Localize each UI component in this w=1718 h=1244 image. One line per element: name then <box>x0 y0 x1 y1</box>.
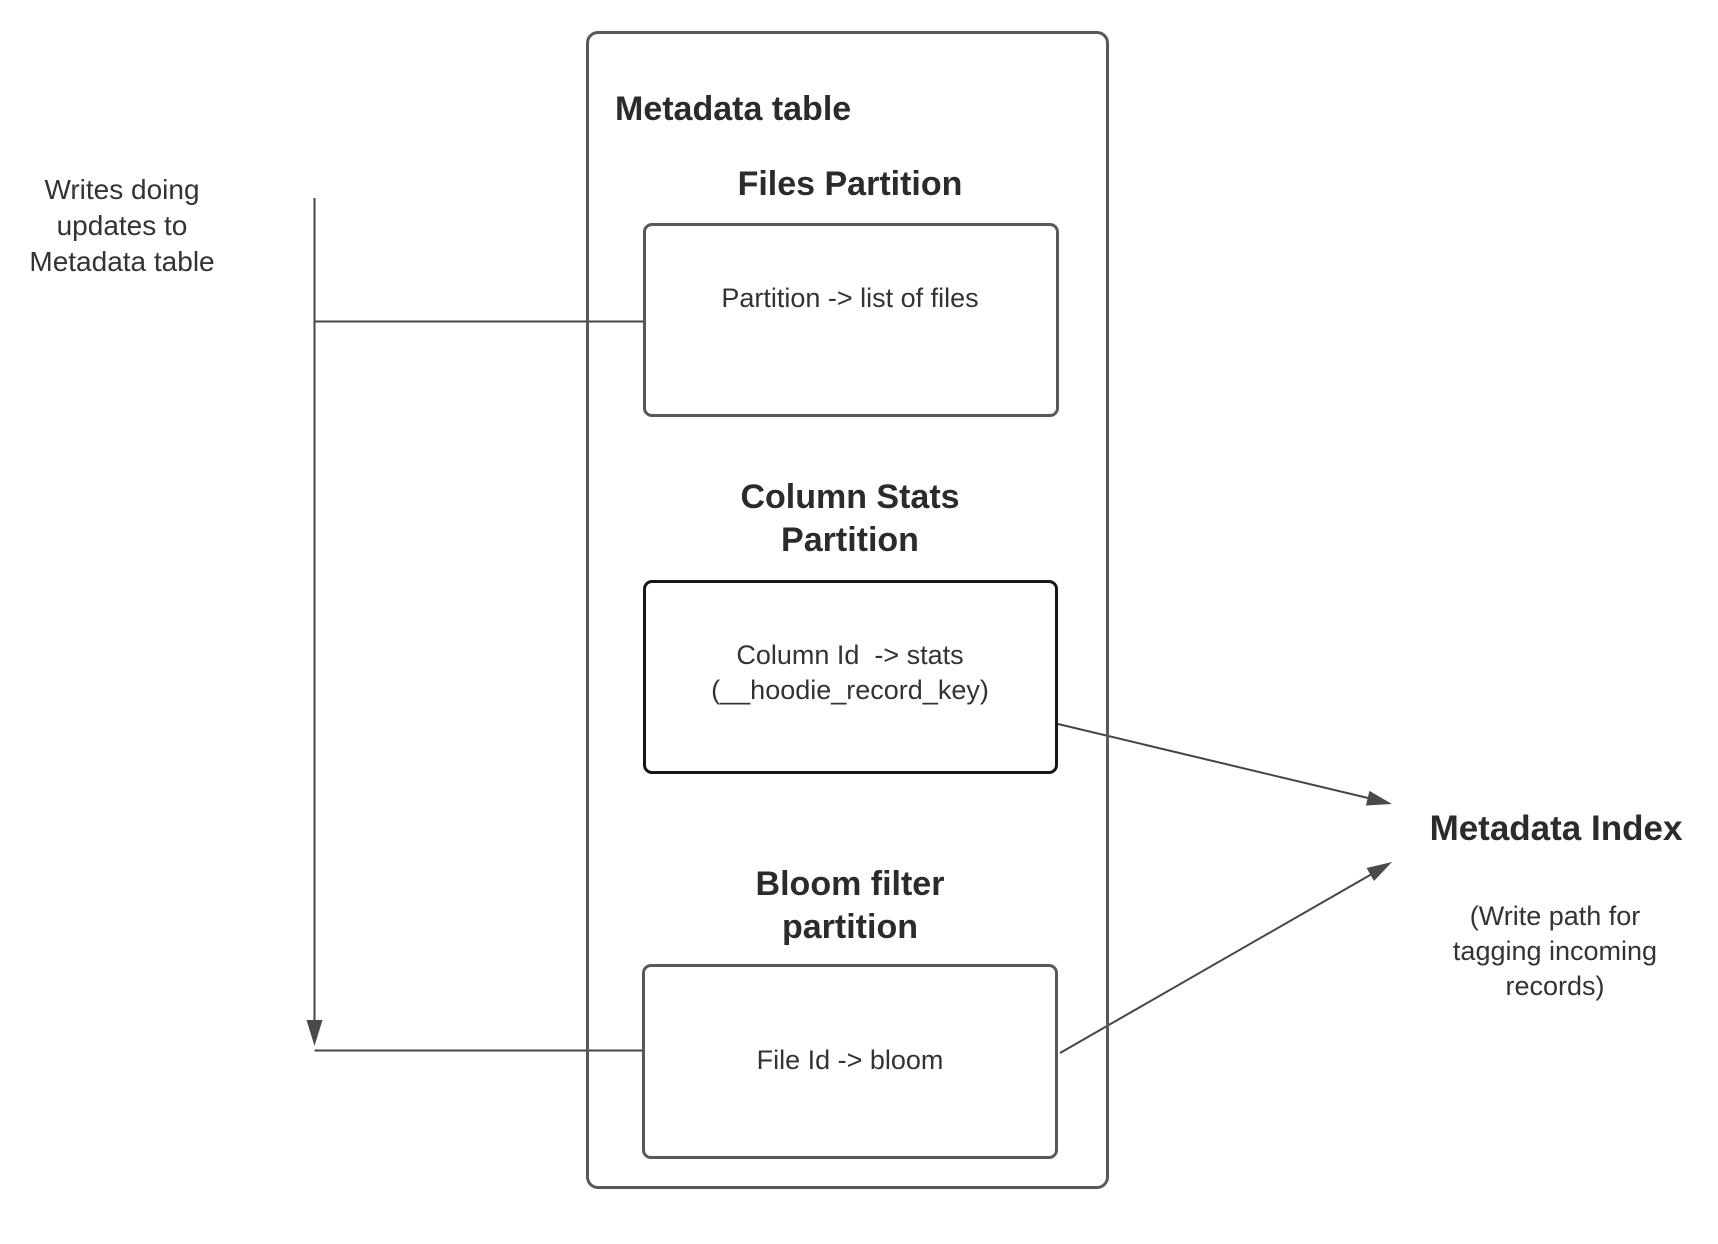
metadata-table-box <box>586 31 1109 1189</box>
column-stats-to-index-arrow-line <box>1057 723 1369 799</box>
metadata-index-subtitle: (Write path for tagging incoming records… <box>1452 901 1658 1001</box>
column-stats-partition-label: Column Id -> stats (__hoodie_record_key) <box>711 640 989 705</box>
column-stats-to-index-arrowhead-icon <box>1365 790 1392 806</box>
bloom-filter-partition-box <box>642 964 1058 1159</box>
bloom-filter-partition-heading: Bloom filter partition <box>755 865 945 946</box>
files-partition-label: Partition -> list of files <box>721 283 979 313</box>
files-partition-box <box>643 223 1059 417</box>
metadata-table-title: Metadata table <box>615 90 852 128</box>
metadata-index-title: Metadata Index <box>1429 809 1683 848</box>
bloom-to-index-arrowhead-icon <box>1366 862 1392 881</box>
files-partition-heading: Files Partition <box>737 165 963 203</box>
column-stats-partition-heading: Column Stats Partition <box>740 478 960 559</box>
writes-down-arrowhead-icon <box>306 1020 323 1046</box>
writes-note: Writes doing updates to Metadata table <box>29 174 215 277</box>
bloom-to-index-arrow-line <box>1059 873 1372 1054</box>
column-stats-partition-box <box>643 580 1058 774</box>
bloom-filter-partition-label: File Id -> bloom <box>756 1045 944 1075</box>
